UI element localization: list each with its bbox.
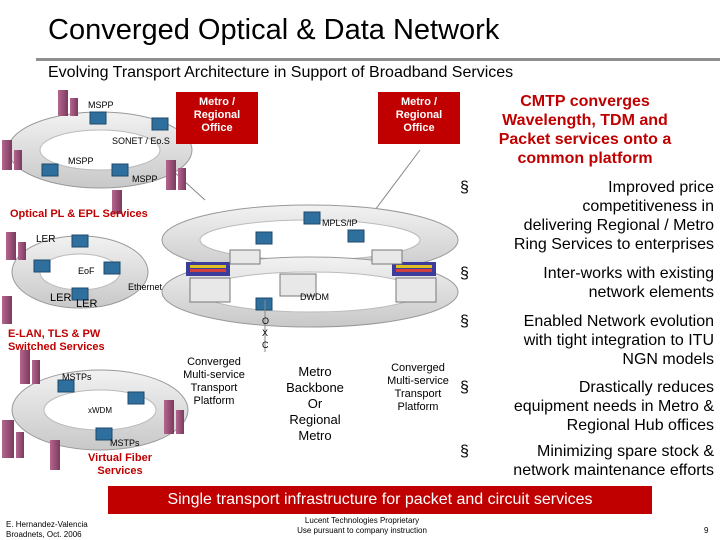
summary-banner: Single transport infrastructure for pack… [108,486,652,514]
conv-left-line-3: Transport [190,382,238,394]
vfs-line-2: Services [97,465,143,477]
bullet-marker: § [460,313,469,330]
conv-left-line-4: Platform [193,395,235,407]
bullet-1-line-4: Ring Services to enterprises [513,236,714,253]
metro-left-line-1: Metro / [198,96,236,108]
cmtp-line-1: CMTP converges [520,93,650,110]
converged-platform-left-label: Converged Multi-service Transport Platfo… [176,356,252,408]
eof-label: EoF [78,266,95,276]
bullet-marker: § [460,443,469,460]
backbone-line-4: Regional [289,412,341,427]
optical-services-label: Optical PL & EPL Services [10,208,148,220]
oxc-label-x: X [262,328,269,338]
mstps-label-1: MSTPs [62,372,92,382]
ler-label-2: LER [50,292,72,304]
title-divider [36,58,720,61]
conv-left-line-1: Converged [187,356,241,368]
mpls-node-left [229,249,261,265]
platform-left [186,262,231,303]
oxc-label-o: O [262,316,270,326]
bullet-1-line-3: delivering Regional / Metro [523,217,714,234]
bullet-item: § Improved price competitiveness in deli… [460,178,714,254]
cmtp-line-2: Wavelength, TDM and [502,112,668,129]
conv-right-line-2: Multi-service [387,375,449,387]
bullet-marker: § [460,265,469,282]
page-subtitle: Evolving Transport Architecture in Suppo… [48,64,514,81]
metro-left-line-2: Regional [193,109,241,121]
bullet-1-line-1: Improved price [608,179,714,196]
cmtp-line-3: Packet services onto a [498,131,672,148]
backbone-line-5: Metro [298,428,332,443]
cmtp-line-4: common platform [517,150,653,167]
bullet-5-line-1: Minimizing spare stock & [537,443,714,460]
conv-left-line-2: Multi-service [183,369,245,381]
platform-right [392,262,437,303]
bullet-4-line-3: Regional Hub offices [566,417,714,434]
bullet-1-line-2: competitiveness in [582,198,714,215]
xwdm-label: xWDM [88,406,112,415]
bullet-4-line-2: equipment needs in Metro & [513,398,714,415]
footer-author: E. Hernandez-Valencia [6,520,88,529]
converged-platform-right-label: Converged Multi-service Transport Platfo… [380,362,456,414]
metro-backbone-label: Metro Backbone Or Regional Metro [278,364,352,444]
page-title: Converged Optical & Data Network [48,14,500,46]
dwdm-node [279,273,317,297]
backbone-line-2: Backbone [286,380,344,395]
mspp-label-b: MSPP [68,156,94,166]
bullet-2-line-2: network elements [588,284,714,301]
metro-right-line-3: Office [403,122,435,134]
bullet-3-line-1: Enabled Network evolution [523,313,714,330]
metro-office-right: Metro / Regional Office [378,92,460,144]
sonet-eos-label: SONET / Eo.S [112,136,170,146]
oxc-label-c: C [262,340,269,350]
metro-right-line-1: Metro / [400,96,438,108]
cmtp-heading: CMTP converges Wavelength, TDM and Packe… [474,92,696,168]
elan-services-label: E-LAN, TLS & PW Switched Services [8,328,105,354]
bullet-3-line-2: with tight integration to ITU [523,332,714,349]
ethernet-label: Ethernet [128,282,163,292]
bullet-item: § Minimizing spare stock & network maint… [460,442,714,480]
conv-right-line-1: Converged [391,362,445,374]
bullet-marker: § [460,179,469,196]
elan-line-1: E-LAN, TLS & PW [8,328,101,340]
bullet-2-line-1: Inter-works with existing [543,265,714,282]
mstp-ring [11,369,189,451]
backbone-line-1: Metro [298,364,332,379]
bullet-3-line-3: NGN models [622,351,714,368]
virtual-fiber-services-label: Virtual Fiber Services [84,452,156,478]
mpls-node-right [371,249,403,265]
conv-right-line-4: Platform [397,401,439,413]
author-footer: E. Hernandez-Valencia Broadnets, Oct. 20… [6,520,88,540]
bullet-marker: § [460,379,469,396]
metro-office-left: Metro / Regional Office [176,92,258,144]
ler-label-1: LER [36,234,56,245]
metro-left-line-3: Office [201,122,233,134]
bullet-4-line-1: Drastically reduces [578,379,714,396]
building-icons [2,90,186,470]
metro-right-line-2: Regional [395,109,443,121]
router-icons [33,111,365,441]
mstps-label-2: MSTPs [110,438,140,448]
network-diagram [2,90,459,470]
mspp-label-c: MSPP [132,174,158,184]
page-number: 9 [704,526,709,535]
mspp-label-a: MSPP [88,100,114,110]
bullet-item: § Inter-works with existing network elem… [460,264,714,302]
vfs-line-1: Virtual Fiber [88,452,152,464]
ler-label-3: LER [76,298,98,310]
footer-proprietary-2: Use pursuant to company instruction [297,526,427,535]
dwdm-label: DWDM [300,292,329,302]
bullet-item: § Enabled Network evolution with tight i… [460,312,714,369]
bullet-5-line-2: network maintenance efforts [513,462,714,479]
bullet-item: § Drastically reduces equipment needs in… [460,378,714,435]
footer-venue: Broadnets, Oct. 2006 [6,530,82,539]
mpls-label: MPLS/IP [322,218,358,228]
proprietary-footer: Lucent Technologies Proprietary Use purs… [282,516,442,536]
conv-right-line-3: Transport [394,388,442,400]
elan-line-2: Switched Services [8,341,105,353]
backbone-line-3: Or [307,396,323,411]
elan-ring [11,235,149,309]
footer-proprietary-1: Lucent Technologies Proprietary [304,516,420,525]
